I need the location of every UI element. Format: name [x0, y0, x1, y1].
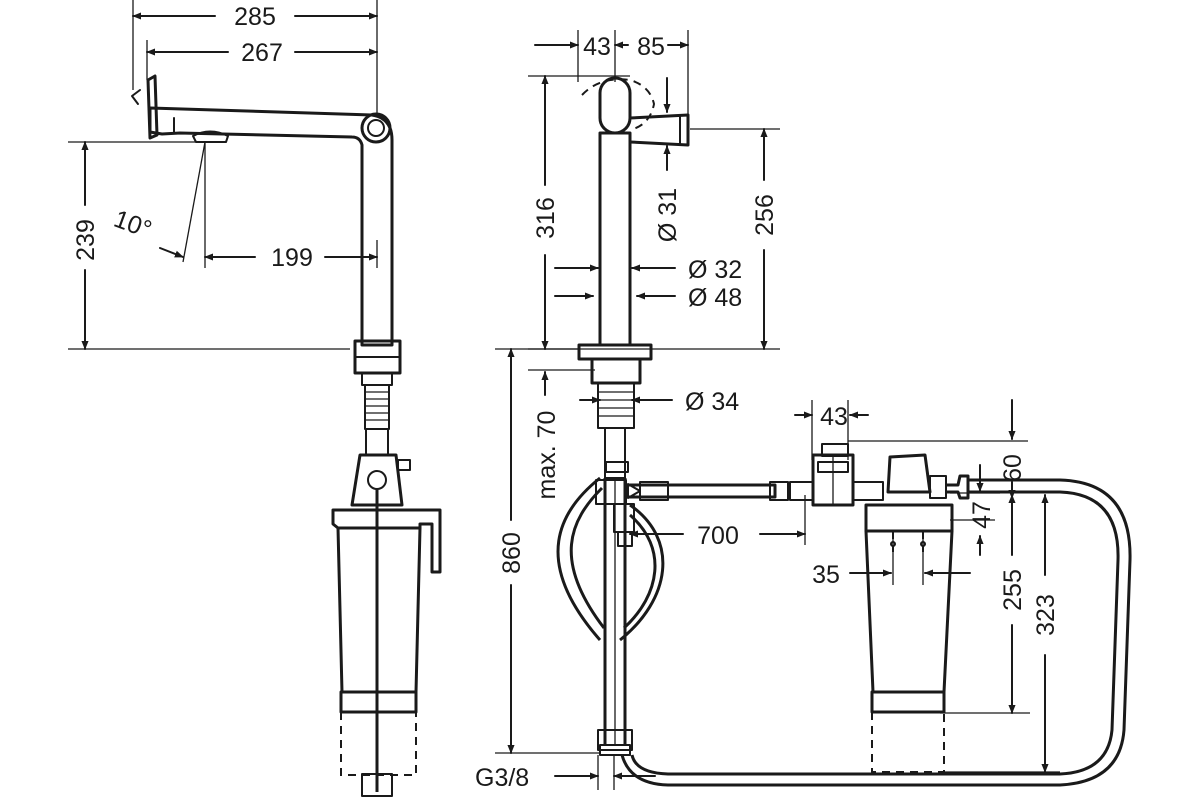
dim-label: 700 [697, 522, 739, 550]
dim-label: Ø 31 [654, 188, 682, 242]
dim-total-height: 316 [532, 75, 560, 350]
valve-block [789, 443, 884, 507]
dim-label: G3/8 [475, 764, 529, 792]
tank-side [331, 488, 442, 797]
dim-valve-width: 43 [794, 403, 869, 431]
dim-under-height: 860 [498, 348, 526, 754]
body-side [350, 339, 411, 507]
dim-inlet-offset: 47 [968, 464, 996, 556]
dim-width-inner: 267 [146, 39, 378, 67]
supply-hose [627, 481, 789, 501]
dim-label: 35 [812, 561, 840, 589]
dim-label: Ø 48 [688, 284, 742, 312]
dim-width-outer: 285 [132, 3, 378, 31]
dim-label: 43 [583, 33, 611, 61]
dim-label: 255 [999, 569, 1027, 611]
dim-spout-height: 256 [751, 128, 779, 350]
dim-label: 85 [637, 33, 665, 61]
dim-label: Ø 32 [688, 256, 742, 284]
front-view: 43 85 316 256 Ø 31 Ø 32 Ø 48 [475, 30, 806, 792]
dim-hose-length: 700 [629, 495, 806, 550]
dim-angle: 10° [110, 141, 206, 263]
dim-label: max. 70 [533, 411, 561, 500]
dim-handle-offsets: 43 85 [534, 33, 689, 61]
dim-label: 316 [532, 197, 560, 239]
dim-shank-dia: Ø 34 [579, 388, 739, 416]
dim-label: 239 [72, 219, 100, 261]
dim-label: 285 [234, 3, 276, 31]
faucet-front [556, 76, 690, 756]
dim-max-thickness: max. 70 [533, 371, 561, 500]
dim-filter-height: 255 [999, 494, 1027, 714]
dim-label: 323 [1032, 594, 1060, 636]
dim-reach: 199 [204, 244, 378, 272]
filter-view: 43 60 47 35 255 [620, 399, 1132, 787]
dim-label: 267 [241, 39, 283, 67]
dim-top-offset: 60 [999, 399, 1027, 499]
dim-body-dia: Ø 32 Ø 48 [554, 256, 742, 312]
side-view: 285 267 239 10° 199 [68, 0, 442, 797]
dim-label: Ø 34 [685, 388, 739, 416]
dim-connection-thread: G3/8 [475, 755, 656, 792]
dim-label: 60 [999, 454, 1027, 482]
dim-label: 199 [271, 244, 313, 272]
dim-label: 860 [498, 532, 526, 574]
dim-label: 47 [968, 501, 996, 529]
dim-spout-dia: Ø 31 [654, 77, 682, 242]
dim-label: 43 [820, 403, 848, 431]
dim-filter-total-height: 323 [1032, 494, 1060, 773]
dim-label: 10° [110, 205, 155, 244]
dim-height-spout: 239 [72, 141, 100, 350]
filter-cartridge [864, 453, 970, 773]
dim-label: 256 [751, 194, 779, 236]
spout-side [131, 74, 394, 347]
return-hose [620, 478, 1132, 787]
dim-inlet-spacing: 35 [812, 535, 971, 589]
